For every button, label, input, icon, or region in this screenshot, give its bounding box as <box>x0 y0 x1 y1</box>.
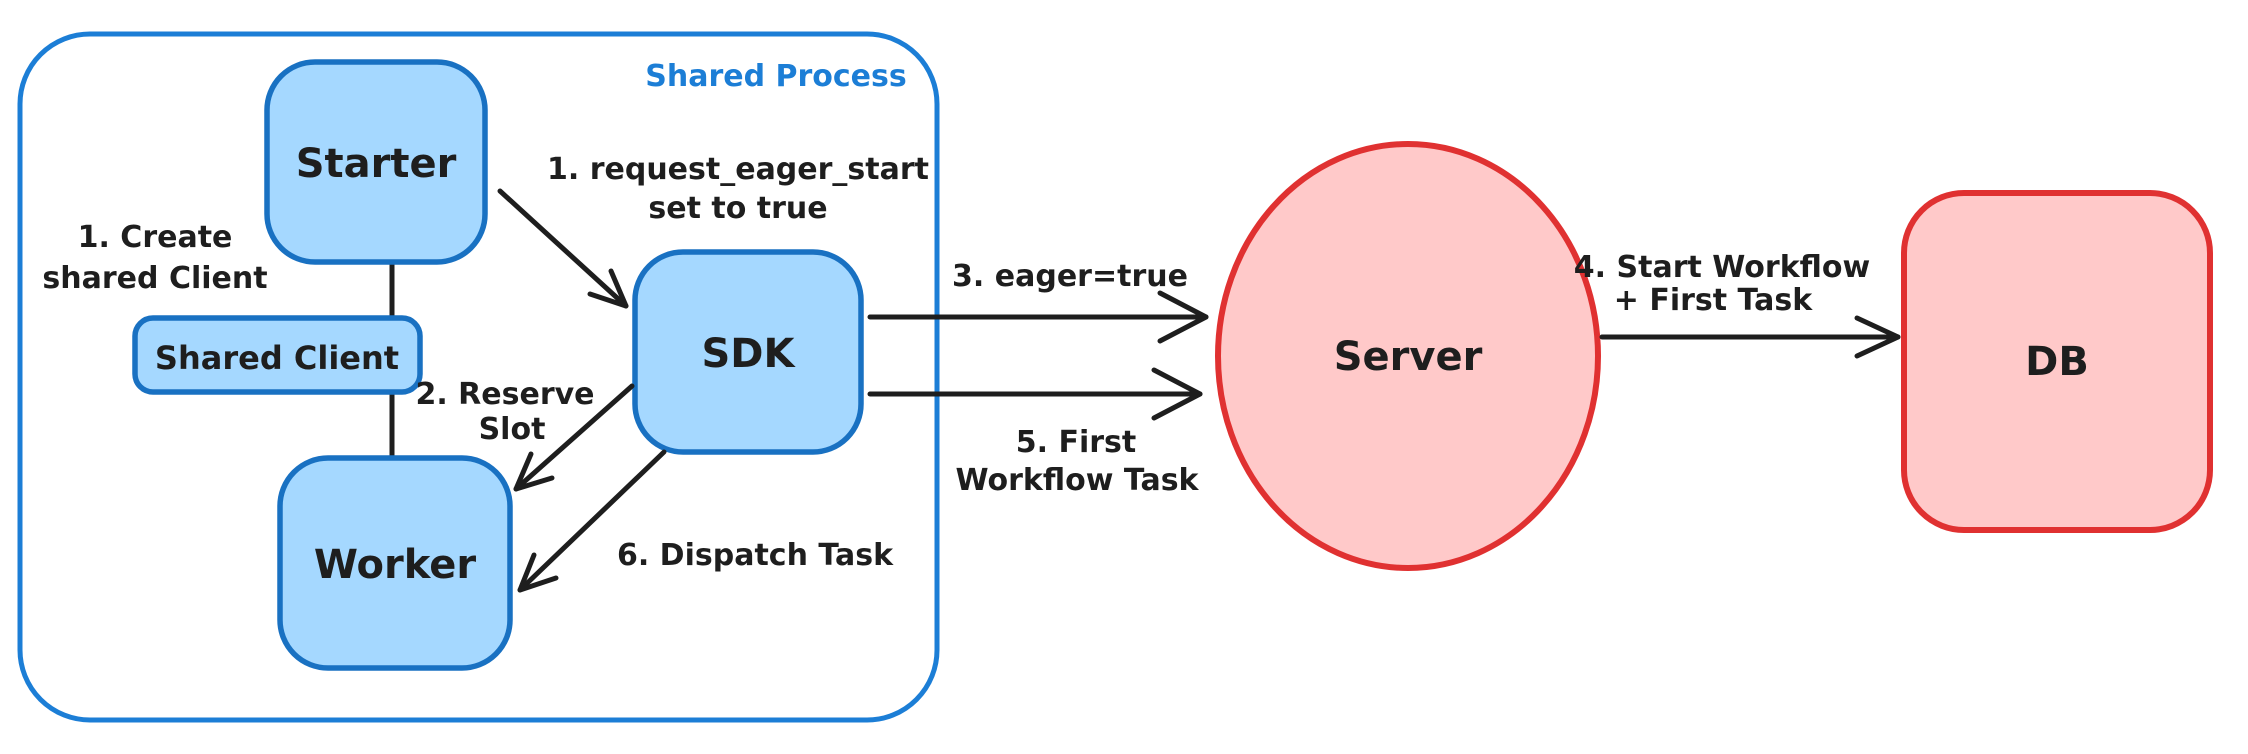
arrow-5-head <box>1151 367 1203 421</box>
worker-box <box>277 455 513 671</box>
server-circle <box>1215 141 1601 571</box>
sdk-label: SDK <box>701 331 796 377</box>
start-workflow-line2: + First Task <box>1614 283 1813 318</box>
db-label: DB <box>2025 339 2089 385</box>
arrow-first-workflow-task <box>867 367 1203 421</box>
arrow-1-line <box>497 188 629 309</box>
arrow-request-eager-start <box>497 188 629 309</box>
node-starter: Starter <box>264 59 488 265</box>
node-shared-client: Shared Client <box>132 315 423 395</box>
shared-client-box <box>132 315 423 395</box>
arrow-1-head <box>587 268 629 309</box>
label-eager-true: 3. eager=true <box>952 259 1188 294</box>
sdk-box <box>632 249 864 455</box>
arrow-3-head <box>1157 290 1209 344</box>
server-label: Server <box>1334 334 1483 380</box>
shared-process-group: Shared Process <box>17 31 940 723</box>
arrow-start-workflow <box>1599 315 1901 359</box>
arrow-2-head <box>513 451 555 492</box>
db-box <box>1901 190 2213 533</box>
request-eager-start-line1: 1. request_eager_start <box>547 152 929 187</box>
worker-label: Worker <box>314 542 477 588</box>
arrow-reserve-slot <box>513 383 635 492</box>
node-server: Server <box>1215 141 1601 571</box>
dispatch-task-text: 6. Dispatch Task <box>617 538 894 573</box>
shared-process-container <box>17 31 940 723</box>
label-reserve-slot: 2. Reserve Slot <box>415 377 594 447</box>
eager-true-text: 3. eager=true <box>952 259 1188 294</box>
node-sdk: SDK <box>632 249 864 455</box>
label-first-workflow-task: 5. First Workflow Task <box>955 425 1199 498</box>
starter-box <box>264 59 488 265</box>
arrow-4-head <box>1854 315 1901 359</box>
shared-process-label: Shared Process <box>645 59 907 94</box>
label-dispatch-task: 6. Dispatch Task <box>617 538 894 573</box>
request-eager-start-line2: set to true <box>648 191 827 226</box>
label-start-workflow: 4. Start Workflow + First Task <box>1574 250 1870 318</box>
reserve-slot-line2: Slot <box>479 412 546 447</box>
create-shared-client-line2: shared Client <box>42 261 267 296</box>
node-db: DB <box>1901 190 2213 533</box>
label-create-shared-client: 1. Create shared Client <box>42 220 267 296</box>
shared-client-label: Shared Client <box>155 339 399 377</box>
starter-label: Starter <box>296 141 457 187</box>
reserve-slot-line1: 2. Reserve <box>415 377 594 412</box>
arrow-2-line <box>513 383 635 492</box>
label-request-eager-start: 1. request_eager_start set to true <box>547 152 929 226</box>
arrow-dispatch-task <box>517 449 667 593</box>
arrow-6-head <box>517 552 559 593</box>
start-workflow-line1: 4. Start Workflow <box>1574 250 1870 285</box>
first-workflow-task-line1: 5. First <box>1016 425 1136 460</box>
node-worker: Worker <box>277 455 513 671</box>
arrow-6-line <box>517 449 667 593</box>
first-workflow-task-line2: Workflow Task <box>955 463 1199 498</box>
create-shared-client-line1: 1. Create <box>78 220 233 255</box>
arrow-eager-true <box>867 290 1209 344</box>
